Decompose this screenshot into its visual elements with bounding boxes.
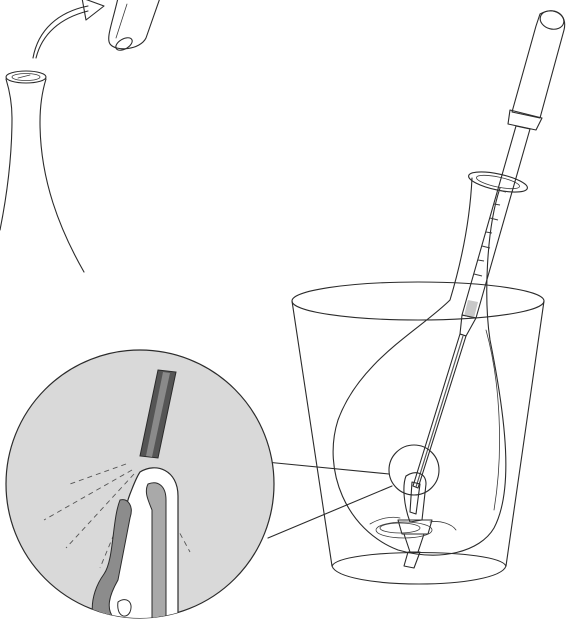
removed-stopper xyxy=(109,0,160,53)
focus-circle xyxy=(389,445,439,495)
empty-flask xyxy=(0,71,84,272)
magnifier-connector xyxy=(266,462,392,538)
pipette xyxy=(413,8,566,488)
magnified-detail xyxy=(6,350,274,635)
beaker-front xyxy=(292,301,544,584)
submerged-flask xyxy=(333,168,529,555)
curved-arrow-icon xyxy=(33,0,104,58)
beaker xyxy=(292,282,544,320)
